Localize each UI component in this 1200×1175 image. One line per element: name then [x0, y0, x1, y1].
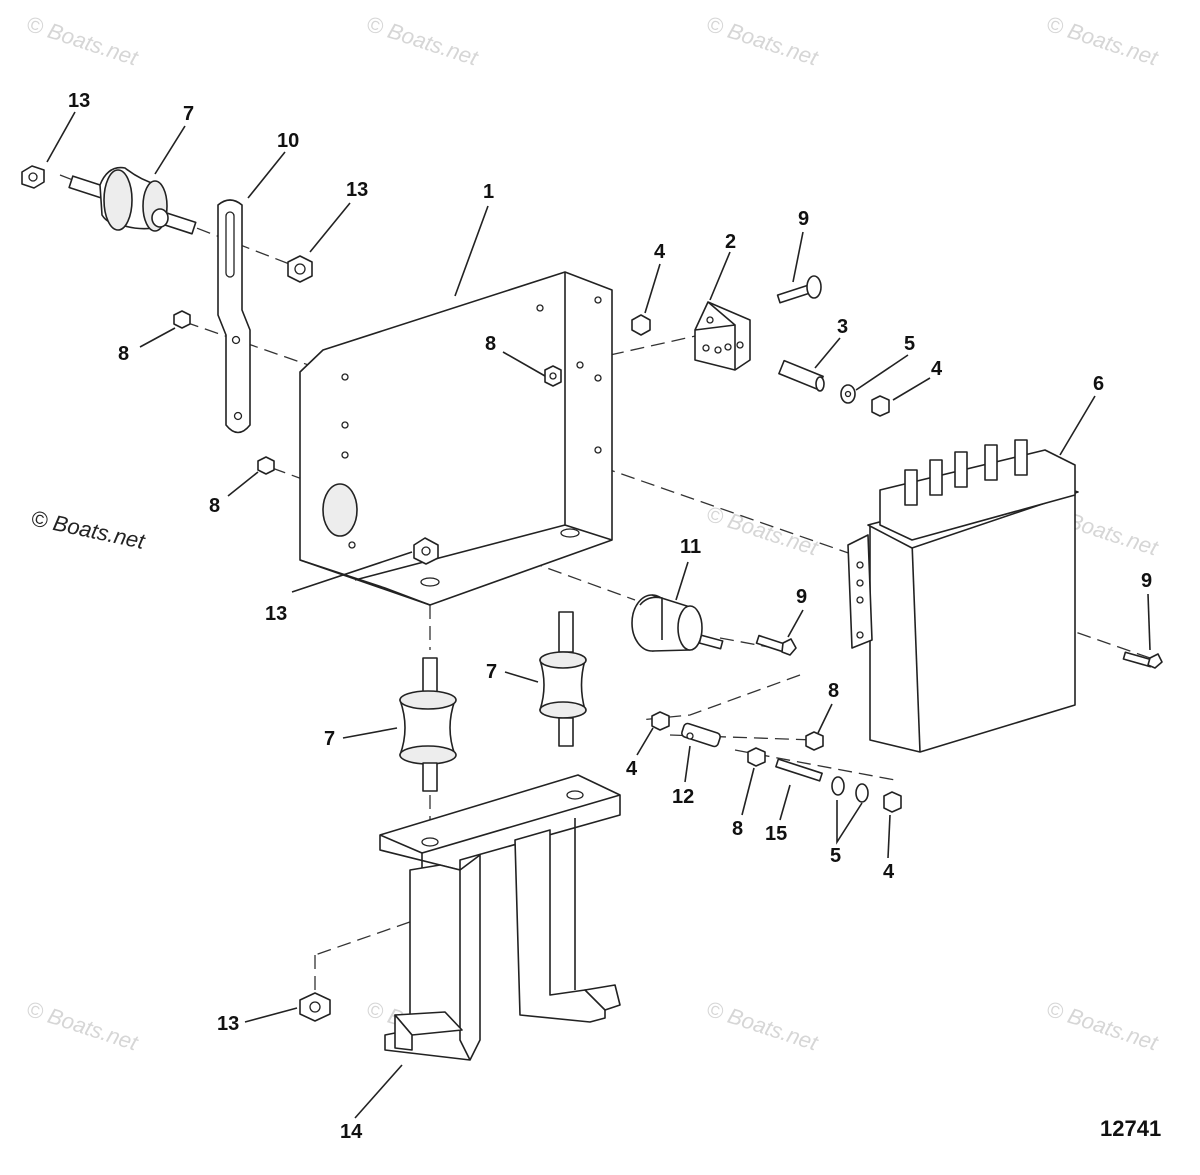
nut-4 [651, 711, 670, 731]
nut-4 [871, 395, 890, 417]
callout-14: 14 [340, 1121, 363, 1143]
washer-5 [840, 384, 856, 404]
figure-number: 12741 [1100, 1116, 1161, 1141]
callout-13: 13 [346, 179, 368, 201]
watermark: © Boats.net [363, 11, 481, 71]
slotted-strap [217, 199, 251, 434]
flange-nut-13 [299, 992, 331, 1022]
callout-13: 13 [68, 90, 90, 112]
callout-11: 11 [680, 536, 701, 558]
callout-6: 6 [1093, 373, 1104, 395]
hex-nut-13 [287, 255, 313, 283]
nut-8 [257, 456, 275, 475]
callout-3: 3 [837, 316, 848, 338]
callout-8: 8 [485, 333, 496, 355]
callout-7: 7 [183, 103, 194, 125]
callout-9: 9 [798, 208, 809, 230]
watermark: © Boats.net [1043, 996, 1161, 1056]
flange-nut-13 [413, 537, 439, 565]
callout-5: 5 [830, 845, 841, 867]
nut-4 [631, 314, 651, 336]
callout-12: 12 [672, 786, 694, 808]
watermark: © Boats.net [1043, 11, 1161, 71]
rubber-mount-top [68, 166, 197, 235]
callout-8: 8 [732, 818, 743, 840]
callout-7: 7 [324, 728, 335, 750]
callout-13: 13 [217, 1013, 239, 1035]
callout-13: 13 [265, 603, 287, 625]
callout-8: 8 [118, 343, 129, 365]
watermark: © Boats.net [703, 501, 821, 561]
control-module [847, 439, 1079, 753]
callout-10: 10 [277, 130, 299, 152]
nut-8 [173, 310, 191, 329]
screw-9 [1122, 651, 1163, 669]
standoff-3 [778, 359, 825, 392]
rubber-mount-middle [539, 611, 587, 747]
copyright-label: © Boats.net [29, 505, 148, 554]
nut-4 [883, 791, 902, 813]
callout-9: 9 [796, 586, 807, 608]
callout-8: 8 [209, 495, 220, 517]
watermark: © Boats.net [23, 996, 141, 1056]
hex-nut-13 [21, 165, 45, 189]
callout-9: 9 [1141, 570, 1152, 592]
callout-8: 8 [828, 680, 839, 702]
callout-4: 4 [883, 861, 895, 883]
callout-2: 2 [725, 231, 736, 253]
watermark: © Boats.net [703, 996, 821, 1056]
callout-1: 1 [483, 181, 494, 203]
callout-15: 15 [765, 823, 787, 845]
screw-9 [776, 275, 822, 304]
callout-4: 4 [931, 358, 943, 380]
lower-bracket [379, 774, 621, 1061]
callout-4: 4 [626, 758, 638, 780]
watermark: © Boats.net [703, 11, 821, 71]
nut-8 [544, 365, 562, 387]
callout-4: 4 [654, 241, 666, 263]
mounting-bracket [299, 271, 613, 606]
nut-8 [747, 747, 766, 767]
callout-5: 5 [904, 333, 915, 355]
angle-bracket [694, 301, 751, 371]
stud-15 [775, 758, 823, 782]
solenoid [631, 594, 724, 652]
rubber-mount-lower [399, 657, 457, 792]
leader-lines [46, 111, 1151, 1119]
screw-9 [755, 634, 797, 656]
callout-labels: 13 7 10 13 1 9 4 2 3 5 4 8 8 6 8 13 11 9… [68, 90, 1152, 1143]
callout-7: 7 [486, 661, 497, 683]
clip-12 [681, 722, 721, 748]
washer-5 [831, 776, 869, 803]
nut-8 [805, 731, 824, 751]
watermark: © Boats.net [23, 11, 141, 71]
